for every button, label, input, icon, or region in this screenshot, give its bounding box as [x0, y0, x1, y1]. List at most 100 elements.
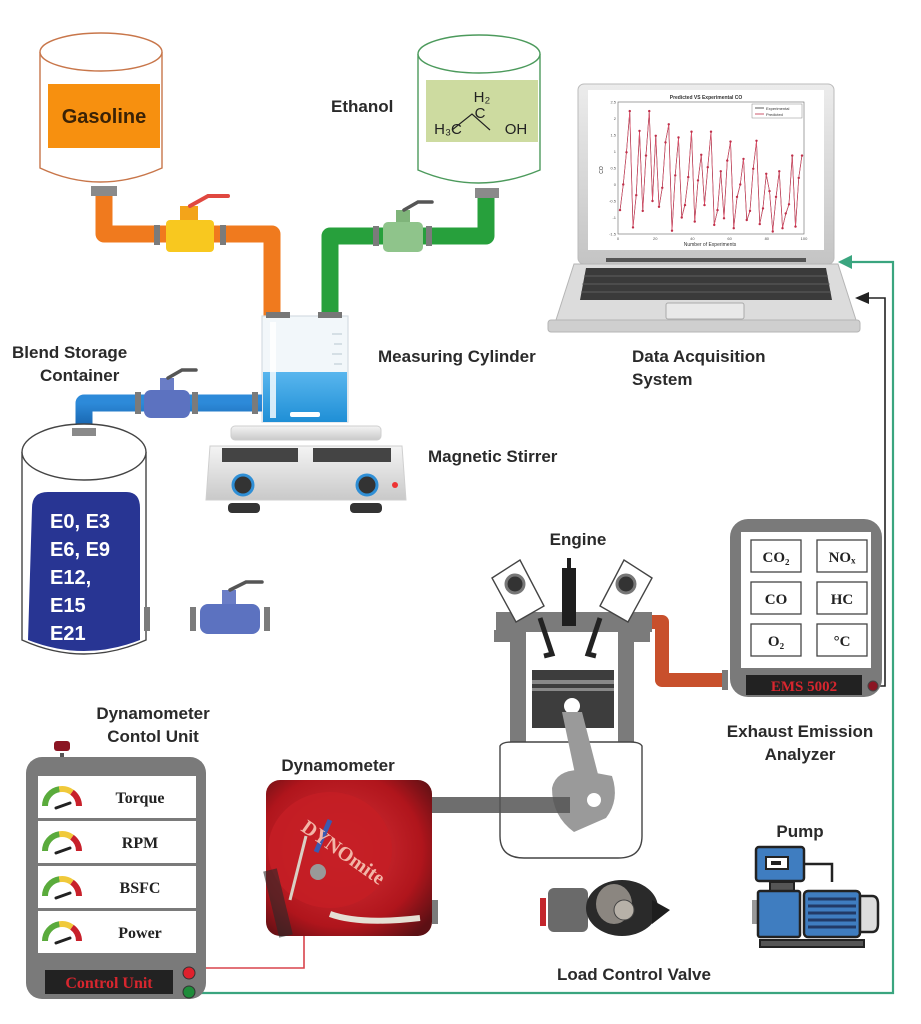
gauge-label: RPM — [122, 835, 158, 852]
ethanol-tank — [417, 34, 541, 198]
data-acquisition-label-line2: System — [632, 370, 692, 389]
pump-label: Pump — [776, 822, 823, 841]
predicted-point — [748, 209, 752, 213]
dynamometer-photo: DYNOmite — [263, 780, 432, 938]
analyzer-cell-label: NOₓ — [829, 550, 857, 566]
dyno-control-label-line1: Dynamometer — [96, 704, 210, 723]
predicted-point — [657, 205, 661, 208]
x-tick-label: 40 — [690, 236, 695, 241]
predicted-point — [654, 134, 657, 137]
analyzer-cell-box — [816, 581, 868, 615]
dyno-control-label-line2: Contol Unit — [107, 727, 199, 746]
magnetic-stirrer-label: Magnetic Stirrer — [428, 447, 558, 466]
analyzer-cell: CO — [750, 581, 802, 615]
control-unit-display-text: Control Unit — [65, 975, 153, 992]
predicted-point — [618, 208, 622, 212]
load-control-valve-label: Load Control Valve — [557, 965, 711, 984]
analyzer-cell: O₂ — [750, 623, 802, 657]
predicted-point — [781, 227, 784, 230]
y-tick-label: 1 — [614, 149, 617, 154]
predicted-point — [800, 154, 804, 157]
gasoline-valve[interactable] — [154, 194, 230, 252]
y-tick-label: 0 — [614, 182, 617, 187]
screen-chart-xlabel: Number of Experiments — [684, 242, 737, 248]
analyzer-cell: °C — [816, 623, 868, 657]
blend-item: E15 — [50, 595, 86, 617]
predicted-point — [778, 170, 781, 173]
gauge-row: RPM — [38, 821, 196, 863]
y-tick-label: 0.5 — [610, 166, 616, 171]
predicted-point — [683, 203, 687, 207]
predicted-point — [687, 175, 690, 179]
gauge-needle — [54, 936, 72, 945]
gauge-row: BSFC — [38, 866, 196, 908]
engine-label: Engine — [550, 530, 607, 549]
measuring-cylinder — [261, 312, 349, 423]
engine — [491, 558, 653, 859]
control-unit-red-port[interactable] — [182, 966, 196, 980]
gauge-needle — [54, 846, 72, 855]
ethanol-formula-c: C — [475, 105, 486, 122]
predicted-point — [752, 167, 755, 170]
ethanol-formula-h3c: H₃C — [434, 121, 462, 138]
predicted-point — [794, 225, 797, 228]
predicted-point — [742, 157, 745, 161]
predicted-point — [735, 195, 739, 199]
analyzer-cell-label: CO₂ — [763, 550, 791, 566]
blend-item: E21 — [50, 623, 86, 645]
ethanol-formula-h2: H₂ — [474, 89, 491, 106]
predicted-point — [696, 179, 700, 182]
predicted-point — [635, 194, 638, 197]
stirrer-power-led — [392, 482, 398, 488]
analyzer-output-port[interactable] — [867, 680, 879, 692]
predicted-point — [758, 222, 761, 226]
predicted-point — [648, 109, 651, 113]
fuel-line-valve[interactable] — [144, 580, 270, 634]
dynamometer-label: Dynamometer — [281, 756, 395, 775]
predicted-point — [765, 172, 768, 175]
predicted-point — [680, 216, 683, 219]
measuring-cylinder-label: Measuring Cylinder — [378, 347, 536, 366]
predicted-point — [670, 229, 674, 232]
predicted-point — [625, 151, 628, 154]
blend-inlet-valve[interactable] — [135, 368, 258, 418]
predicted-point — [722, 217, 726, 220]
predicted-point — [622, 183, 625, 186]
stirrer-knob-left[interactable] — [231, 473, 255, 497]
predicted-point — [797, 176, 800, 180]
control-unit-green-port[interactable] — [182, 985, 196, 999]
predicted-point — [771, 230, 774, 233]
analyzer-cell-box — [750, 539, 802, 573]
screen-chart-plot-area — [617, 101, 805, 235]
y-tick-label: -1 — [612, 215, 616, 220]
gauge-label: Power — [118, 925, 162, 942]
screen-chart-legend: Experimental Predicted — [751, 103, 803, 119]
laptop-touchpad[interactable] — [665, 302, 745, 320]
blend-item: E6, E9 — [50, 539, 110, 561]
data-acquisition-laptop[interactable] — [547, 83, 861, 333]
predicted-point — [745, 218, 748, 222]
gasoline-label-box — [48, 84, 160, 148]
analyzer-cell: CO₂ — [750, 539, 802, 573]
predicted-point — [644, 154, 648, 157]
ethanol-valve[interactable] — [373, 200, 434, 252]
analyzer-cell-label: O₂ — [768, 634, 785, 650]
stirrer-knob-right[interactable] — [355, 473, 379, 497]
green-signal-line — [188, 260, 895, 995]
predicted-point — [726, 159, 729, 162]
load-control-valve[interactable] — [540, 880, 670, 936]
analyzer-cell-box — [750, 623, 802, 657]
gauge-needle — [54, 801, 72, 810]
data-acquisition-label-line1: Data Acquisition — [632, 347, 766, 366]
exhaust-pipe — [652, 615, 728, 687]
analyzer-cell-label: HC — [831, 592, 854, 608]
x-tick-label: 80 — [765, 236, 770, 241]
predicted-point — [628, 109, 631, 113]
screen-chart-ylabel: CO — [599, 166, 605, 174]
y-tick-label: 2 — [614, 116, 617, 121]
gasoline-tank — [39, 32, 163, 196]
gauge-row: Torque — [38, 776, 196, 818]
pump[interactable] — [752, 845, 880, 948]
